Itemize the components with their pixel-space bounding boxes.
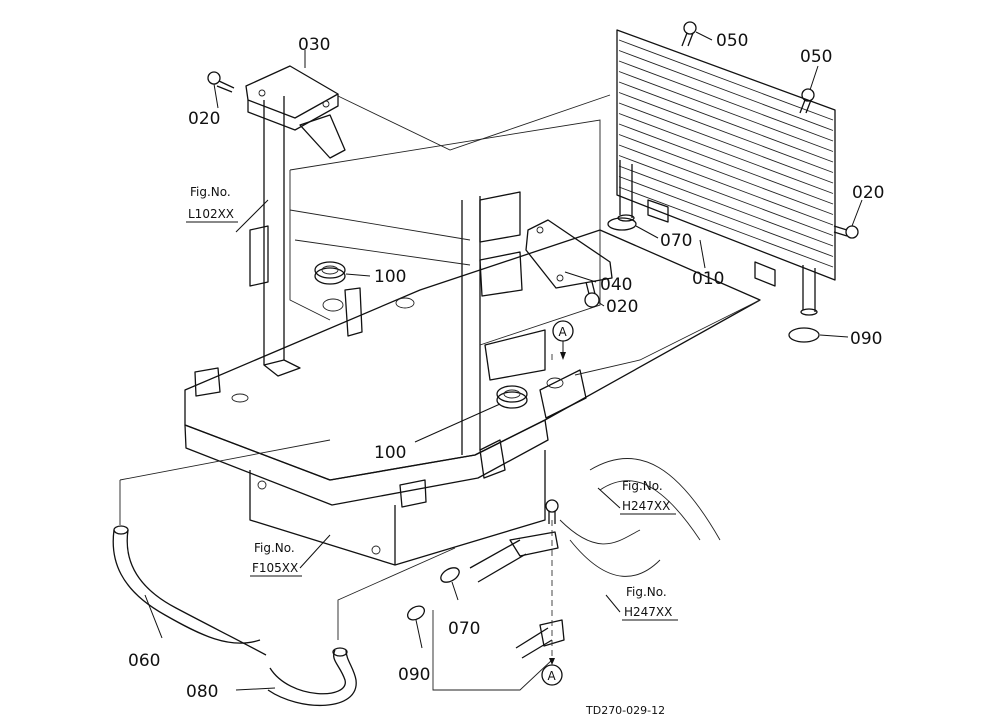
leader-lines — [144, 31, 863, 691]
hose-fitting-upper — [469, 531, 559, 583]
bolt-050-left — [681, 21, 697, 47]
cooler-fin — [618, 92, 834, 173]
marker-a-bottom: A — [541, 658, 563, 686]
marker-a-top-label: A — [559, 325, 568, 339]
cooler-fin — [618, 50, 834, 131]
hose-clamps — [406, 217, 820, 621]
figref-h247-lower-title: Fig.No. — [626, 585, 667, 599]
label-020-middle: 020 — [606, 297, 638, 317]
bolt-050-right — [799, 88, 815, 114]
main-frame — [184, 96, 761, 566]
bracket-030 — [245, 65, 346, 159]
figref-l102-code: L102XX — [188, 207, 234, 221]
figure-references: Fig.No. L102XX Fig.No. F105XX Fig.No. H2… — [186, 185, 678, 621]
part-labels: 020 030 050 050 020 070 010 040 020 100 … — [128, 31, 884, 702]
bolt-020-middle — [584, 281, 600, 308]
hose-fitting-lower — [515, 619, 565, 659]
cooler-fin — [618, 81, 834, 163]
cooler-fin — [618, 186, 834, 268]
label-100-top: 100 — [374, 267, 406, 287]
cooler-fin — [618, 71, 834, 152]
cooler-fin — [618, 60, 834, 142]
bolt-020-right — [833, 225, 859, 239]
label-040: 040 — [600, 275, 632, 295]
hose-080 — [267, 647, 357, 706]
label-020-right: 020 — [852, 183, 884, 203]
hose-060 — [112, 525, 267, 656]
figref-f105-code: F105XX — [252, 561, 298, 575]
label-090-bottom: 090 — [398, 665, 430, 685]
cooler-fin — [618, 39, 834, 121]
cooler-fin — [618, 144, 834, 226]
label-030: 030 — [298, 35, 330, 55]
guide-lines — [119, 94, 761, 691]
cooler-fin — [618, 123, 834, 205]
label-010: 010 — [692, 269, 724, 289]
cooler-fin — [618, 165, 834, 247]
oil-cooler-010 — [616, 29, 836, 316]
cooler-fin — [618, 155, 834, 236]
marker-a-bottom-label: A — [548, 669, 557, 683]
marker-a-top: A — [552, 320, 574, 360]
bracket-040 — [525, 219, 613, 289]
cooler-fin — [618, 113, 834, 194]
label-050-right: 050 — [800, 47, 832, 67]
figref-l102-title: Fig.No. — [190, 185, 231, 199]
figref-f105-title: Fig.No. — [254, 541, 295, 555]
cooler-fin — [618, 102, 834, 184]
label-100-bottom: 100 — [374, 443, 406, 463]
figref-h247-upper-title: Fig.No. — [622, 479, 663, 493]
cooler-fin — [618, 176, 834, 257]
drawing-number: TD270-029-12 — [585, 704, 665, 717]
bolt-hose-bracket — [545, 499, 559, 524]
cooler-fin — [618, 134, 834, 215]
label-070-bottom: 070 — [448, 619, 480, 639]
figref-h247-upper-code: H247XX — [622, 499, 670, 513]
label-080: 080 — [186, 682, 218, 702]
grommets-100 — [314, 261, 528, 409]
label-090-right: 090 — [850, 329, 882, 349]
label-050-left: 050 — [716, 31, 748, 51]
label-020-top-left: 020 — [188, 109, 220, 129]
label-070-top: 070 — [660, 231, 692, 251]
bolt-020-top-left — [207, 71, 235, 93]
label-060: 060 — [128, 651, 160, 671]
figref-h247-lower-code: H247XX — [624, 605, 672, 619]
